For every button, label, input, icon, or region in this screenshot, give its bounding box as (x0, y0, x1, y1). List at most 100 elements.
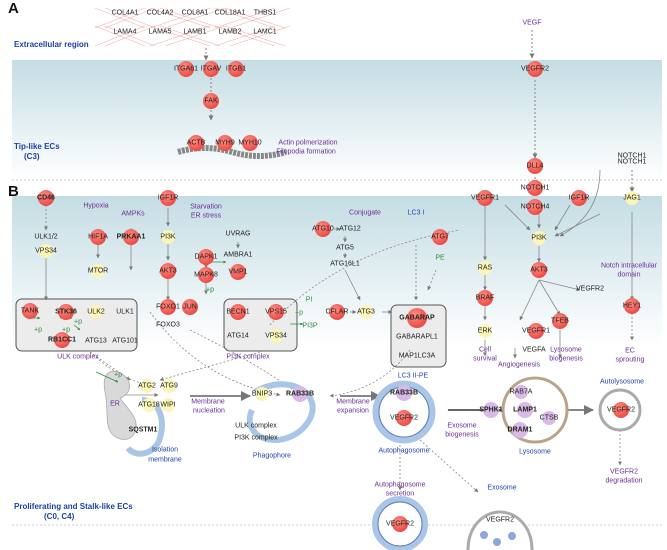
panel-a-label: A (8, 0, 19, 17)
panel-b-stk36-node (58, 304, 74, 320)
panel-b-atg2-label: ATG2 (138, 382, 156, 390)
panel-a-actin-0-label: ACTB (186, 139, 206, 147)
panel-b-rab33b-1-node (292, 386, 308, 402)
panel-b-lysosome-label: Lysosome (519, 448, 551, 456)
panel-b-membrane-exp-2-label: expansion (337, 407, 369, 415)
panel-a-notch1-a-label: NOTCH1 (617, 152, 647, 160)
panel-a-collagens-row2-3-label: LAMB2 (218, 28, 242, 36)
panel-a-integrins-0-label: ITGA61 (173, 65, 199, 73)
panel-b-mtor-node (91, 264, 105, 278)
panel-b-atg9-node (162, 379, 176, 393)
region-tip-line1: Tip-like ECs (14, 142, 60, 151)
panel-b-p4-label: +p (74, 318, 82, 326)
panel-b-pi3p-label: PI3P (302, 322, 318, 330)
panel-b-membrane-exp-1-label: Membrane (336, 398, 370, 406)
panel-a-actin-2-label: MYH10 (238, 139, 262, 147)
ecm-fibers (94, 7, 291, 47)
panel-b-dapk1-label: DAPK1 (194, 253, 218, 261)
panel-a-actin-1-label: MYH9 (215, 139, 235, 147)
panel-a-actin-note-2-label: Filopodia formation (276, 148, 336, 156)
panel-b-vegfr1-2-label: VEGFR1 (521, 327, 551, 335)
panel-b-rab7a-label: RAB7A (509, 388, 533, 396)
panel-b-ulk12-label: ULK1/2 (34, 233, 58, 241)
ulk-complex-box (15, 298, 138, 352)
panel-b-ec-sprout-1-label: EC (625, 347, 635, 355)
panel-a-notch1-b-node (527, 180, 543, 196)
panel-a-integrins-1-label: ITGAV (200, 65, 222, 73)
panel-b-pi3k-1-node (161, 230, 175, 244)
panel-b-atg18-node (142, 398, 156, 412)
panel-b-pi3k-2-node (532, 231, 546, 245)
panel-b-vmp1-label: VMP1 (228, 268, 248, 276)
panel-a-integrins-2-label: ITGB1 (225, 65, 247, 73)
panel-b-atg13-label: ATG13 (85, 337, 107, 345)
panel-b-vegfa-label: VEGFA (522, 346, 546, 354)
panel-b-atg9-label: ATG9 (160, 382, 178, 390)
panel-b-igf1r-1-node (160, 190, 176, 206)
panel-b-jag1-label: JAG1 (623, 194, 641, 202)
panel-b-beclin1-label: BECN1 (226, 308, 250, 316)
panel-b-vps34-top-node (39, 244, 53, 258)
panel-b-cflar-label: CFLAR (325, 308, 349, 316)
panel-b-membrane-nucl-1-label: Membrane (191, 398, 225, 406)
panel-b-vegfr2-autolyso-node (613, 402, 629, 418)
panel-b-wipi-label: WIPI (160, 401, 176, 409)
panel-b-hypoxia-label: Hypoxia (83, 202, 109, 210)
panel-b-akt3-1-node (160, 263, 176, 279)
region-prolif-line2: (C0, C4) (44, 512, 75, 521)
panel-b-membrane-nucl-2-label: nucleation (193, 407, 225, 415)
panel-b-rb1cc1-label: RB1CC1 (47, 336, 77, 344)
panel-b-pi3k-complex-label: PI3K complex (226, 353, 270, 361)
panel-b-atg5-label: ATG5 (336, 244, 354, 252)
panel-b-ulk2-label: ULK2 (87, 308, 105, 316)
panel-b-rab33b-2-node (396, 385, 412, 401)
phagophore-shape (246, 381, 316, 444)
panel-b-pi3k-1-label: PI3K (160, 233, 176, 241)
panel-a-collagens-row1-3-label: COL18A1 (214, 9, 246, 17)
panel-b-braf-label: BRAF (475, 294, 495, 302)
panel-b-atg14-label: ATG14 (227, 332, 249, 340)
panel-b-ras-label: RAS (477, 264, 493, 272)
panel-b-stk36-label: STK36 (55, 308, 77, 316)
panel-b-sphk1-label: SPHK1 (479, 406, 503, 414)
panel-a-fak-node (203, 93, 219, 109)
panel-a-actin-0-node (188, 135, 204, 151)
panel-b-angiogenesis-label: Angiogenesis (497, 361, 541, 369)
panel-b-notch-domain-2-label: domain (617, 271, 641, 279)
panel-b-tfeb-node (552, 313, 568, 329)
exosome-shape (466, 510, 534, 550)
panel-b-ampks-label: AMPKs (121, 210, 145, 218)
panel-b-vegfr2-exo-label: VEGFR2 (485, 516, 515, 524)
panel-b-jag1-node (625, 191, 639, 205)
panel-b-jun-label: JUN (183, 303, 197, 311)
panel-b-map1lc3a-label: MAP1LC3A (398, 352, 436, 360)
panel-b-prkaa1-node (123, 229, 139, 245)
panel-b-igf1r-1-label: IGF1R (157, 194, 179, 202)
panel-b-vegfr2-secr-label: VEGFR2 (385, 520, 415, 528)
panel-b-uvrag-label: UVRAG (225, 230, 251, 238)
panel-b-akt3-2-node (531, 262, 547, 278)
panel-b-p6-label: +p (114, 371, 122, 379)
panel-b-vegfr1-2-node (528, 323, 544, 339)
panel-b-auto-secr-1-label: Autophagosome (374, 481, 426, 489)
panel-b-ulk-complex-small-label: ULK complex (235, 422, 277, 430)
panel-b-tank-label: TANK (20, 307, 40, 315)
panel-b-vps34-node (269, 329, 283, 343)
panel-b-ctsb-node (542, 411, 556, 425)
panel-a-collagens-row2-4-label: LAMC1 (253, 28, 277, 36)
panel-a-collagens-row1-1-label: COL4A2 (146, 9, 174, 17)
panel-b-mtor-label: MTOR (87, 267, 109, 275)
panel-b-atg3-label: ATG3 (357, 308, 375, 316)
panel-b-tank-node (22, 303, 38, 319)
panel-b-rab7a-node (514, 385, 528, 399)
panel-b-er-stress-label: ER stress (190, 212, 222, 220)
panel-b-wipi-node (161, 398, 175, 412)
panel-b-vegfr1-1-node (477, 190, 493, 206)
panel-b-beclin1-node (230, 304, 246, 320)
panel-b-vegfr2-auto-label: VEGFR2 (389, 414, 419, 422)
panel-b-prkaa1-label: PRKAA1 (116, 233, 146, 241)
panel-b-dapk1-node (198, 249, 214, 265)
panel-b-atg10-node (315, 221, 331, 237)
